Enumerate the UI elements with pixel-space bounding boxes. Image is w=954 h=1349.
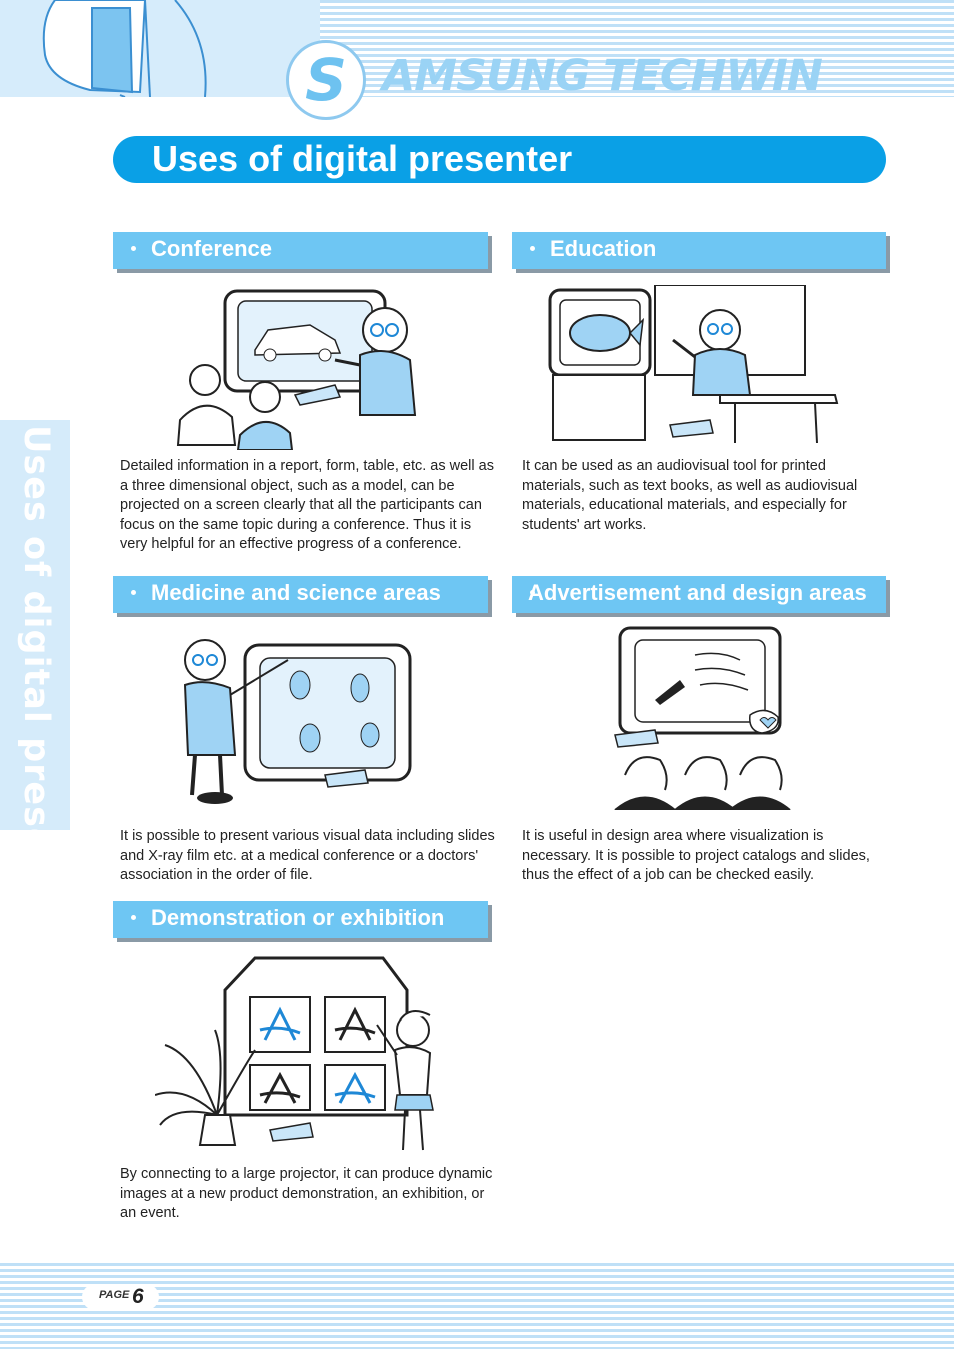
education-illustration: [548, 285, 839, 444]
medicine-illustration: [183, 639, 412, 804]
page-number: 6: [132, 1285, 144, 1308]
projector-decoration-icon: [42, 0, 207, 97]
advertisement-illustration: [614, 626, 791, 810]
page-title: Uses of digital presenter: [152, 138, 573, 179]
header-decoration: [0, 0, 320, 97]
education-text: It can be used as an audiovisual tool fo…: [522, 458, 858, 533]
side-tab-label: Uses of digital presenter: [16, 425, 56, 940]
conference-illustration: [176, 289, 417, 450]
side-tab: [0, 420, 70, 830]
section-title: Conference: [151, 236, 273, 261]
page-label: PAGE: [99, 1289, 130, 1301]
page-number-badge: PAGE 6: [82, 1284, 159, 1310]
section-header-conference: Conference: [113, 232, 488, 269]
section-header-demonstration: Demonstration or exhibition: [113, 901, 488, 938]
section-title: Education: [550, 236, 657, 261]
header-stripes: [320, 0, 954, 97]
advertisement-text: It is useful in design area where visual…: [522, 828, 870, 883]
section-title: Demonstration or exhibition: [151, 905, 445, 930]
brand-initial: S: [305, 46, 347, 114]
section-title: Medicine and science areas: [151, 580, 441, 605]
medicine-text: It is possible to present various visual…: [120, 828, 495, 883]
section-title: Advertisement and design areas: [528, 580, 867, 605]
demonstration-illustration: [155, 956, 434, 1151]
section-header-education: Education: [512, 232, 886, 269]
demonstration-text: By connecting to a large projector, it c…: [120, 1166, 493, 1221]
section-header-advertisement: Advertisement and design areas: [512, 576, 886, 613]
page-title-bar: Uses of digital presenter: [113, 136, 886, 183]
brand-logo-circle: S: [286, 40, 366, 120]
footer-stripes: [0, 1263, 954, 1349]
conference-text: Detailed information in a report, form, …: [120, 458, 494, 552]
brand-name: AMSUNG TECHWIN: [382, 51, 823, 101]
section-header-medicine: Medicine and science areas: [113, 576, 488, 613]
